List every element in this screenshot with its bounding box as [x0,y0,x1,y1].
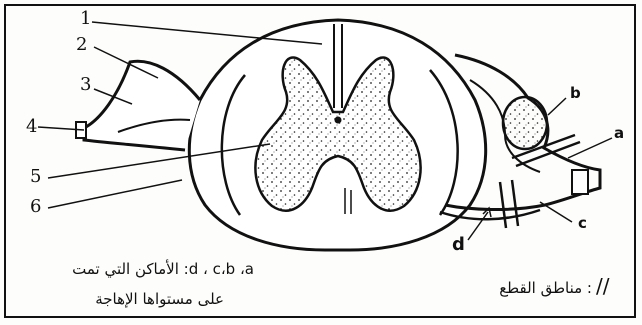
leader-b [548,98,566,115]
cut-mark-ventral-1 [500,182,506,228]
central-canal [335,117,342,124]
label-6: 6 [30,198,41,216]
label-a: a [614,126,624,141]
label-1: 1 [80,10,91,28]
leader-a [568,138,612,158]
label-d: d [452,236,465,254]
label-4: 4 [26,118,37,136]
right-nerve-end [572,170,588,194]
leader-6 [48,180,182,208]
cut-legend-text: : مناطق القطع [499,281,592,296]
label-3: 3 [80,76,91,94]
left-nerve-root [84,61,200,150]
leader-d [468,212,488,240]
label-c: c [578,216,587,231]
caption-stimulation-level: على مستواها الإهاجة [95,292,224,307]
label-b: b [570,86,581,101]
leader-c [540,202,572,222]
label-5: 5 [30,168,41,186]
spinal-ganglion [503,97,547,149]
cut-mark-ventral-2 [512,180,518,226]
label-2: 2 [76,36,87,54]
caption-stimulation-sites: d ، c،b ،a: الأماكن التي تمت [72,262,254,277]
cut-legend-symbol: // [596,276,609,296]
